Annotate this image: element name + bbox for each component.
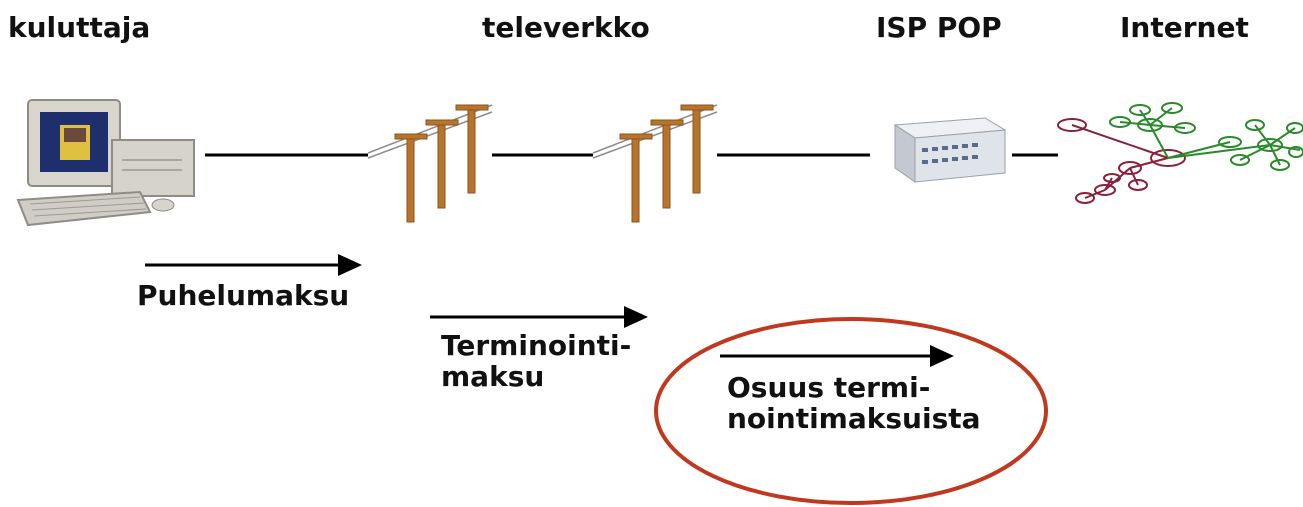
- label-termination-fee: Terminointi- maksu: [441, 330, 631, 393]
- header-isp-pop: ISP POP: [876, 11, 1002, 44]
- arrow-termination-share: [720, 345, 954, 367]
- label-termination-share: Osuus termi- nointimaksuista: [727, 372, 981, 435]
- label-call-fee: Puhelumaksu: [137, 279, 350, 312]
- telephone-poles-icon: [592, 104, 718, 223]
- arrow-call-fee: [145, 254, 362, 276]
- isp-server-icon: [893, 117, 1007, 183]
- label-termination-share-line2: nointimaksuista: [727, 402, 981, 436]
- header-telenetwork: televerkko: [482, 11, 650, 44]
- label-termination-fee-line1: Terminointi-: [441, 329, 632, 362]
- arrow-termination-fee: [430, 306, 648, 328]
- label-termination-share-line1: Osuus termi-: [727, 371, 931, 404]
- internet-network-icon: [1057, 102, 1303, 204]
- computer-icon: [16, 99, 195, 227]
- label-termination-fee-line2: maksu: [441, 360, 545, 394]
- telephone-poles-icon: [367, 104, 493, 223]
- header-consumer: kuluttaja: [8, 11, 151, 44]
- header-internet: Internet: [1120, 11, 1249, 44]
- highlight-ellipse: [654, 317, 1048, 505]
